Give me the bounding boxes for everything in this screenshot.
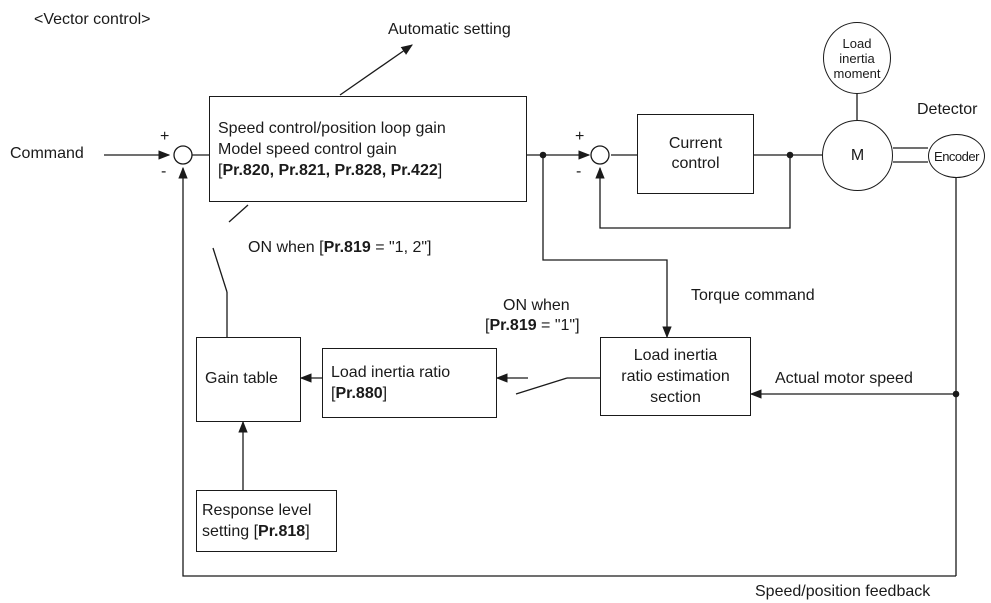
on-when-1-pr: Pr.819 — [489, 317, 537, 334]
load-inertia-estimation-block: Load inertia ratio estimation section — [600, 337, 751, 416]
automatic-setting-label: Automatic setting — [388, 21, 511, 38]
estimation-line1: Load inertia — [633, 347, 718, 364]
load-inertia-ratio-block: Load inertia ratio [Pr.880] — [322, 348, 497, 418]
current-feedback-loop — [595, 155, 791, 229]
param-sep-1: , — [269, 161, 279, 179]
on-when-1-line1: ON when — [503, 297, 570, 314]
param-pr821: Pr.821 — [278, 161, 326, 179]
speed-position-feedback-label: Speed/position feedback — [755, 583, 931, 600]
speed-position-feedback-line — [178, 166, 956, 577]
param-sep-3: , — [381, 161, 391, 179]
estimation-line3: section — [650, 389, 701, 406]
load-inertia-moment-circle: Load inertia moment — [823, 22, 891, 94]
diagram-title: <Vector control> — [34, 11, 151, 28]
response-level-block: Response level setting [Pr.818] — [196, 490, 337, 552]
load-inertia-moment-line2: inertia — [839, 50, 875, 66]
current-control-block: Current control — [637, 114, 754, 194]
load-inertia-ratio-line2: [Pr.880] — [331, 383, 496, 404]
load-inertia-moment-line3: moment — [833, 65, 881, 81]
on-when-12-pre: ON when [ — [248, 239, 324, 256]
param-pr880: Pr.880 — [335, 385, 383, 402]
on-when-12-label: ON when [Pr.819 = "1, 2"] — [248, 238, 431, 258]
torque-command-label: Torque command — [691, 287, 815, 304]
summing-junction-2 — [590, 145, 610, 165]
on-when-1-pre: [ — [485, 317, 490, 334]
encoder-label: Encoder — [934, 148, 979, 164]
summing-junction-1 — [173, 145, 193, 165]
gain-block-line1: Speed control/position loop gain — [218, 119, 446, 137]
ratio-close-bracket: ] — [382, 385, 388, 402]
detector-label: Detector — [917, 101, 978, 118]
estimation-line2: ratio estimation — [621, 368, 730, 385]
automatic-setting-arrow — [339, 44, 413, 96]
params-close-bracket: ] — [437, 161, 443, 179]
param-pr820: Pr.820 — [222, 161, 270, 179]
sum2-plus-sign: + — [575, 128, 585, 145]
gain-table-block: Gain table — [196, 337, 301, 422]
command-label: Command — [10, 145, 84, 162]
load-inertia-moment-line1: Load — [842, 35, 872, 51]
ratio-open-bracket: [ — [331, 385, 336, 402]
sum1-minus-sign: - — [161, 163, 167, 180]
gain-table-label: Gain table — [205, 370, 278, 387]
gain-block-params: [Pr.820, Pr.821, Pr.828, Pr.422] — [218, 160, 526, 181]
switch-blade-1 — [515, 377, 568, 395]
encoder-circle: Encoder — [928, 134, 985, 178]
sum1-plus-sign: + — [160, 128, 170, 145]
param-pr818: Pr.818 — [258, 523, 306, 540]
param-pr828: Pr.828 — [334, 161, 382, 179]
gain-block: Speed control/position loop gain Model s… — [209, 96, 527, 202]
param-sep-2: , — [325, 161, 335, 179]
current-control-line2: control — [671, 155, 720, 172]
on-when-12-pr: Pr.819 — [323, 239, 371, 256]
on-when-1-post: = "1"] — [536, 317, 580, 334]
motor-circle: M — [822, 120, 893, 191]
response-level-line1: Response level — [202, 502, 312, 519]
junction-dot-current — [786, 151, 794, 159]
on-when-12-post: = "1, 2"] — [370, 239, 432, 256]
on-when-1-line2: [Pr.819 = "1"] — [485, 316, 580, 336]
response-level-pre: setting [ — [202, 523, 259, 540]
switch-contact-line — [228, 204, 249, 223]
gain-block-line2: Model speed control gain — [218, 140, 397, 158]
torque-command-line — [542, 155, 672, 339]
load-inertia-ratio-line1: Load inertia ratio — [331, 364, 451, 381]
param-pr422: Pr.422 — [390, 161, 438, 179]
response-level-close: ] — [305, 523, 310, 540]
switch-blade-2 — [212, 247, 228, 293]
sum2-minus-sign: - — [576, 163, 582, 180]
motor-label: M — [850, 146, 865, 164]
actual-motor-speed-label: Actual motor speed — [775, 370, 913, 387]
params-open-bracket: [ — [218, 161, 223, 179]
response-level-line2: setting [Pr.818] — [202, 521, 336, 542]
junction-dot-speed — [952, 390, 960, 398]
current-control-line1: Current — [668, 135, 723, 152]
junction-dot-torque — [539, 151, 547, 159]
